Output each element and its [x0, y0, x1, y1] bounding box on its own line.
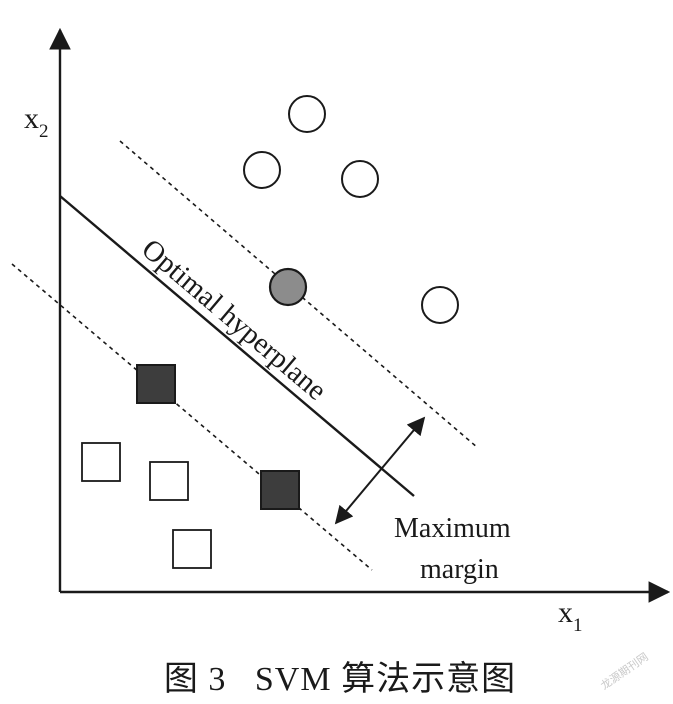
open-circle-point [243, 151, 281, 189]
lower-margin-line [11, 263, 373, 571]
open-circle-point [341, 160, 379, 198]
open-square-point [172, 529, 212, 569]
y-axis-label-subscript: 2 [39, 121, 49, 142]
open-square-point [81, 442, 121, 482]
y-axis-label: x2 [24, 102, 49, 142]
figure-caption: 图 3 SVM 算法示意图 [164, 660, 516, 698]
open-square-point [149, 461, 189, 501]
open-circle-point [421, 286, 459, 324]
x-axis-label-subscript: 1 [573, 615, 583, 636]
margin-label-line2: margin [420, 554, 499, 585]
margin-label-line1: Maximum [394, 513, 511, 544]
x-axis-label-main: x [558, 596, 573, 629]
open-circle-point [288, 95, 326, 133]
support-vector-square [136, 364, 176, 404]
support-vector-circle [268, 267, 308, 307]
watermark: 龙源期刊网 [598, 649, 651, 692]
margin-arrow [334, 416, 426, 525]
y-axis-label-main: x [24, 102, 39, 135]
x-axis-label: x1 [558, 596, 583, 636]
support-vector-square [260, 470, 300, 510]
